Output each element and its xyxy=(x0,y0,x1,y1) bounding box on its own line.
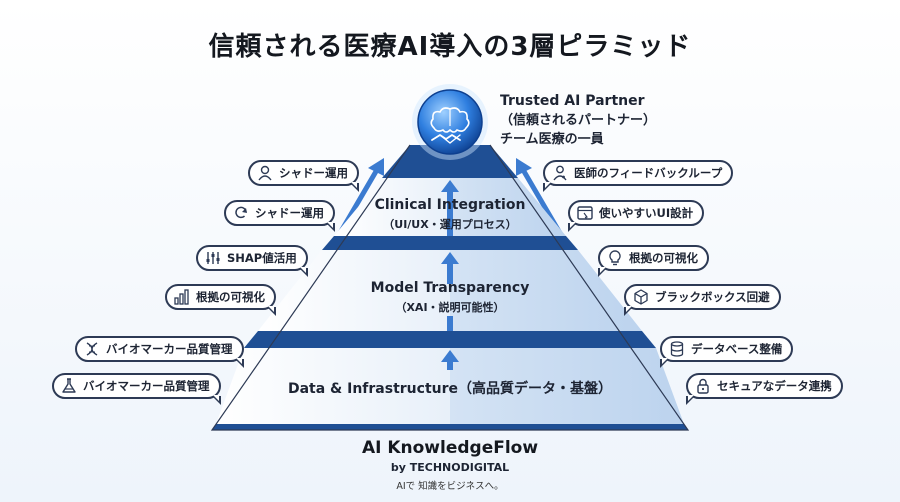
user-icon xyxy=(256,164,274,182)
layer-data-infrastructure: Data & Infrastructure（高品質データ・基盤） xyxy=(270,378,630,398)
brand-name: AI KnowledgeFlow xyxy=(361,438,539,458)
database-icon xyxy=(668,340,686,358)
right-callout-3: 根拠の可視化 xyxy=(598,245,709,277)
right-callout-5-label: データベース整備 xyxy=(691,342,783,356)
brand-tagline: AIで 知識をビジネスへ。 xyxy=(396,481,504,492)
layer-model-transparency: Model Transparency （XAI・説明可能性） xyxy=(340,280,560,315)
center-arrow-lower xyxy=(441,350,459,370)
dna-icon xyxy=(83,340,101,358)
center-arrow-middle xyxy=(441,252,459,331)
cube-icon xyxy=(632,288,650,306)
page-title: 信頼される医療AI導入の3層ピラミッド xyxy=(208,32,692,62)
left-callout-1-label: シャドー運用 xyxy=(279,166,348,180)
right-callout-6: セキュアなデータ連携 xyxy=(686,373,843,405)
left-callout-2-label: シャドー運用 xyxy=(255,206,324,220)
left-callout-4: 根拠の可視化 xyxy=(165,284,276,316)
left-callout-5: バイオマーカー品質管理 xyxy=(75,336,244,368)
lock-icon xyxy=(694,377,712,395)
layer-model-bg-right xyxy=(450,250,642,331)
layer-model-title: Model Transparency xyxy=(370,280,530,296)
left-callout-3-label: SHAP値活用 xyxy=(227,251,297,265)
right-callout-5: データベース整備 xyxy=(660,336,794,368)
left-callout-6: バイオマーカー品質管理 xyxy=(52,373,221,405)
bar-chart-icon xyxy=(173,288,191,306)
layer-clinical-bg-left xyxy=(334,178,450,236)
right-callout-1-label: 医師のフィードバックループ xyxy=(574,166,723,180)
right-callout-3-label: 根拠の可視化 xyxy=(629,251,698,265)
lightbulb-icon xyxy=(606,249,624,267)
right-callout-2: 使いやすいUI設計 xyxy=(568,200,705,232)
layer-data-title: Data & Infrastructure（高品質データ・基盤） xyxy=(287,381,613,397)
right-callout-4: ブラックボックス回避 xyxy=(624,284,781,316)
center-arrow-upper xyxy=(441,180,459,236)
layer-clinical-integration: Clinical Integration （UI/UX・運用プロセス） xyxy=(360,197,540,232)
layer-data-bg-right xyxy=(450,348,684,424)
trusted-ai-orb-icon xyxy=(412,84,488,160)
left-callout-2: シャドー運用 xyxy=(224,200,335,232)
layer-band-1 xyxy=(322,236,578,250)
sliders-icon xyxy=(204,249,222,267)
left-callout-6-label: バイオマーカー品質管理 xyxy=(83,379,210,393)
left-callout-5-label: バイオマーカー品質管理 xyxy=(106,342,233,356)
apex-caption: チーム医療の一員 xyxy=(500,132,604,147)
flask-icon xyxy=(60,377,78,395)
doctor-icon xyxy=(551,164,569,182)
layer-clinical-bg-right xyxy=(450,178,566,236)
apex-title: Trusted AI Partner xyxy=(500,93,645,109)
brand-byline: by TECHNODIGITAL xyxy=(390,461,510,474)
right-callout-2-label: 使いやすいUI設計 xyxy=(599,206,694,220)
left-callout-3: SHAP値活用 xyxy=(196,245,308,277)
layer-clinical-subtitle: （UI/UX・運用プロセス） xyxy=(383,218,517,231)
left-callout-4-label: 根拠の可視化 xyxy=(196,290,265,304)
apex-label: Trusted AI Partner （信頼されるパートナー） チーム医療の一員 xyxy=(500,92,656,149)
layer-model-subtitle: （XAI・説明可能性） xyxy=(395,301,505,314)
apex-subtitle: （信頼されるパートナー） xyxy=(500,113,657,128)
pyramid-base xyxy=(212,424,688,430)
layer-data-bg-left xyxy=(216,348,450,424)
right-callout-6-label: セキュアなデータ連携 xyxy=(717,379,832,393)
layer-band-2 xyxy=(244,331,656,348)
window-icon xyxy=(576,204,594,222)
left-callout-1: シャドー運用 xyxy=(248,160,359,192)
right-callout-1: 医師のフィードバックループ xyxy=(543,160,734,192)
layer-clinical-title: Clinical Integration xyxy=(374,197,526,213)
refresh-icon xyxy=(232,204,250,222)
pyramid-apex xyxy=(382,145,518,178)
right-callout-4-label: ブラックボックス回避 xyxy=(655,290,770,304)
